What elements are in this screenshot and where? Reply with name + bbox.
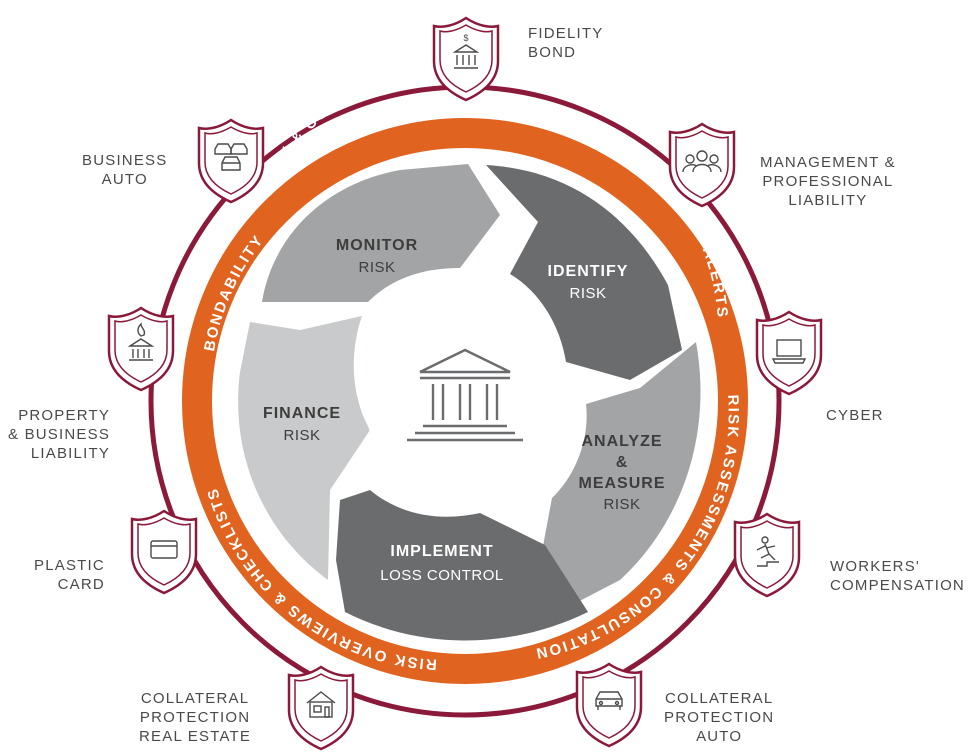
segment-analyze-sub: RISK bbox=[603, 496, 640, 513]
label-cp-auto: COLLATERAL PROTECTION AUTO bbox=[664, 690, 775, 745]
shield-business-auto bbox=[197, 118, 265, 204]
segment-analyze bbox=[540, 342, 701, 606]
segment-monitor-sub: RISK bbox=[358, 259, 395, 276]
house-icon bbox=[306, 691, 336, 718]
segment-analyze-title-3: MEASURE bbox=[578, 475, 665, 492]
label-cp-real-estate: COLLATERAL PROTECTION REAL ESTATE bbox=[139, 690, 252, 745]
shield-management bbox=[668, 122, 736, 208]
segment-monitor-title: MONITOR bbox=[336, 237, 418, 254]
segment-implement-title: IMPLEMENT bbox=[390, 543, 493, 560]
shield-cp-real-estate bbox=[287, 665, 355, 751]
segment-implement bbox=[336, 490, 588, 641]
credit-card-icon bbox=[150, 540, 178, 559]
cars-icon bbox=[214, 143, 248, 171]
label-cyber: CYBER bbox=[826, 407, 884, 424]
falling-person-icon bbox=[756, 536, 779, 567]
label-fidelity: FIDELITY BOND bbox=[528, 25, 604, 61]
bank-building-icon bbox=[407, 348, 523, 442]
center-disc bbox=[365, 301, 565, 501]
segment-analyze-title-2: & bbox=[616, 454, 629, 471]
label-management: MANAGEMENT & PROFESSIONAL LIABILITY bbox=[760, 154, 896, 209]
label-workers: WORKERS' COMPENSATION bbox=[830, 558, 965, 594]
segment-finance-title: FINANCE bbox=[263, 405, 341, 422]
segment-identify-sub: RISK bbox=[569, 285, 606, 302]
svg-text:$: $ bbox=[463, 33, 468, 43]
segment-monitor bbox=[262, 164, 500, 302]
services-ring bbox=[182, 118, 748, 684]
shield-workers bbox=[733, 512, 801, 598]
label-business-auto: BUSINESS AUTO bbox=[82, 152, 168, 188]
label-plastic: PLASTIC CARD bbox=[34, 557, 105, 593]
shield-property bbox=[107, 306, 175, 392]
segment-implement-sub: LOSS CONTROL bbox=[380, 567, 504, 584]
segment-identify bbox=[486, 165, 682, 380]
people-group-icon bbox=[682, 150, 722, 173]
bank-dollar-icon: $ bbox=[452, 33, 480, 69]
segment-identify-title: IDENTIFY bbox=[548, 263, 629, 280]
bank-fire-icon bbox=[127, 322, 155, 361]
segment-analyze-title-1: ANALYZE bbox=[581, 433, 662, 450]
laptop-icon bbox=[771, 339, 807, 364]
shield-fidelity: $ bbox=[432, 16, 500, 102]
label-property: PROPERTY & BUSINESS LIABILITY bbox=[8, 407, 111, 462]
segment-finance bbox=[238, 316, 370, 580]
shield-cp-auto bbox=[575, 662, 643, 748]
car-icon bbox=[595, 691, 623, 710]
shield-cyber bbox=[755, 310, 823, 396]
shield-plastic bbox=[130, 509, 198, 595]
segment-finance-sub: RISK bbox=[283, 427, 320, 444]
